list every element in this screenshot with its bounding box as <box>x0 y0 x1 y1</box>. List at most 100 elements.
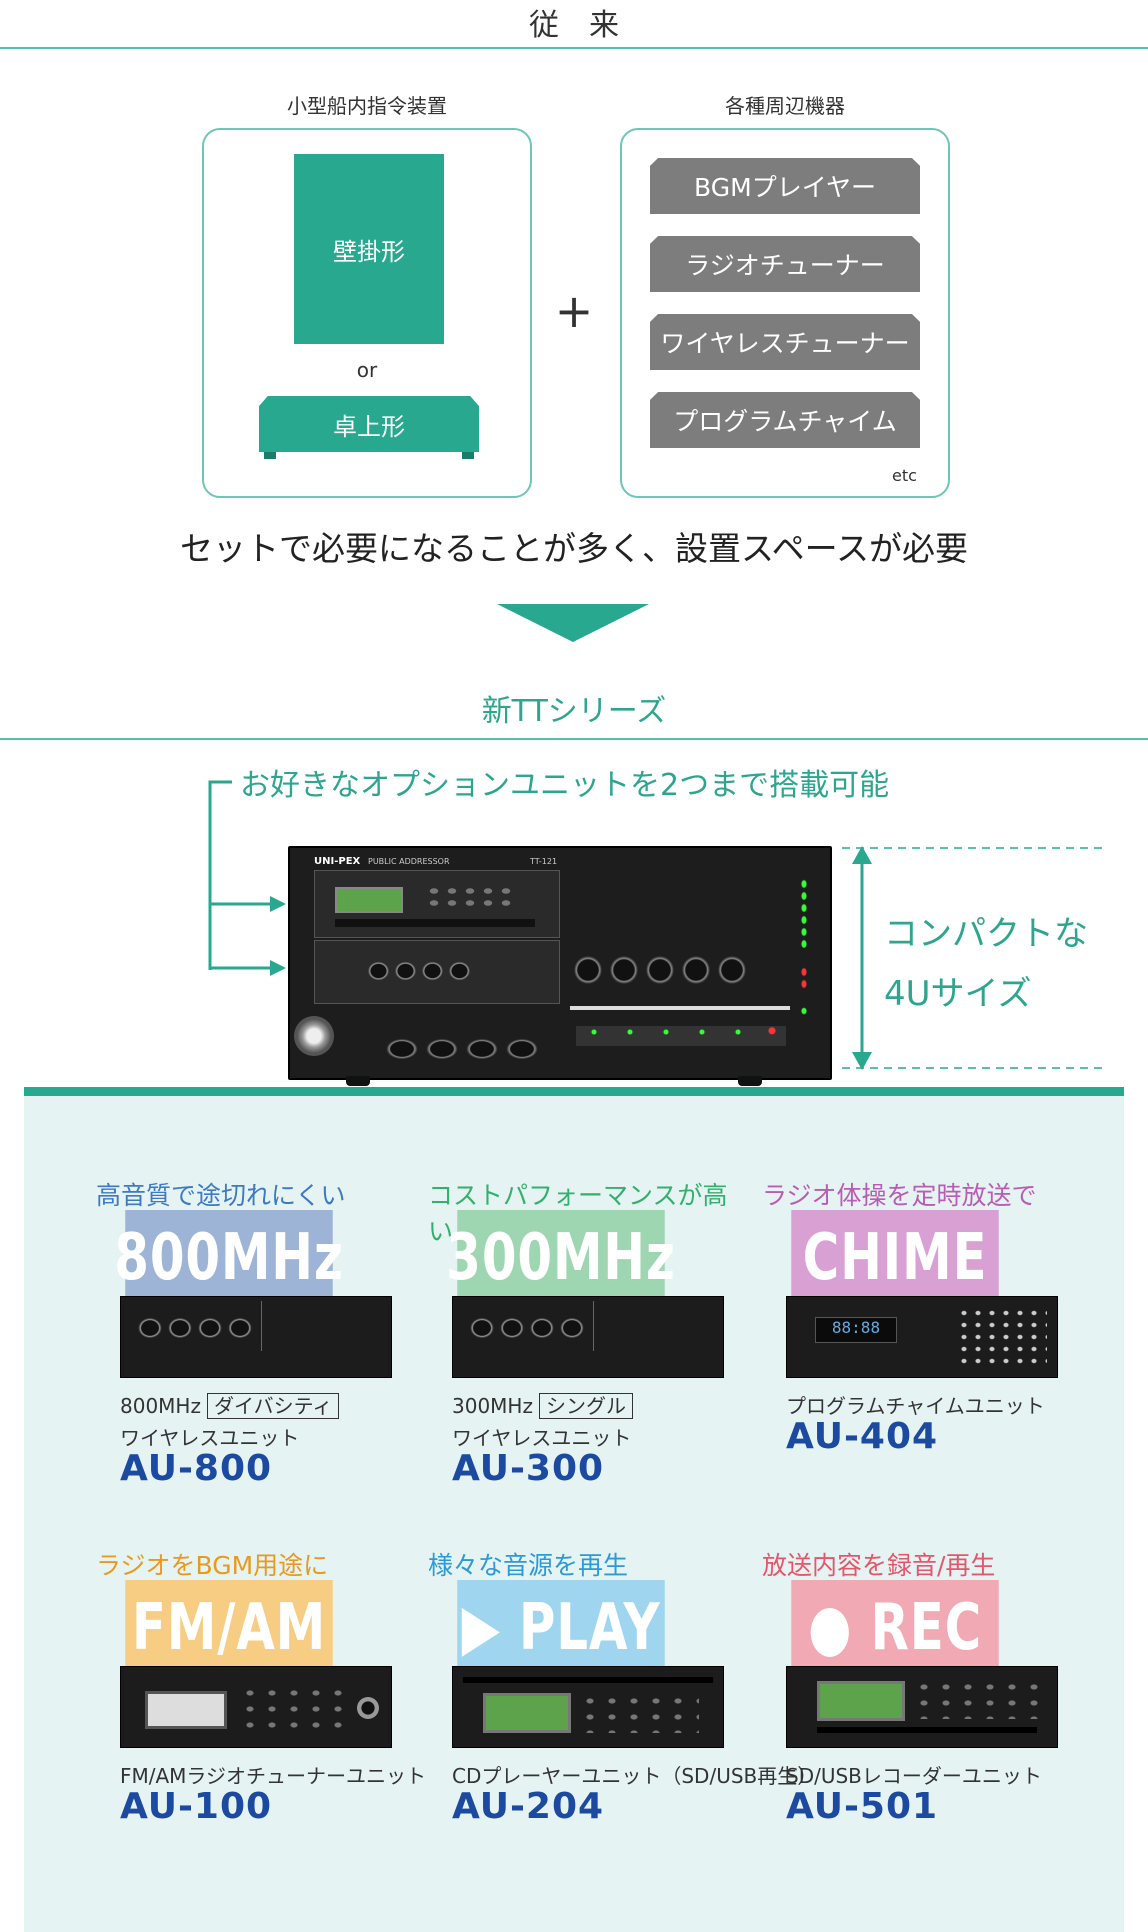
caption-boxed: シングル <box>538 1393 633 1419</box>
down-arrow-icon <box>497 604 649 642</box>
left-device-box: 壁掛形 or 卓上形 <box>202 128 532 498</box>
unit-card-au404: ラジオ体操を定時放送で CHIME 88:88 プログラムチャイムユニット AU… <box>762 1176 1082 1457</box>
unit-tagline: ラジオをBGM用途に <box>96 1551 329 1580</box>
unit-caption-line1: FM/AMラジオチューナーユニット <box>120 1764 427 1788</box>
tuner-buttons <box>239 1685 349 1731</box>
unit-model: AU-501 <box>786 1786 939 1827</box>
device-wireless-tuner: ワイヤレスチューナー <box>650 314 920 370</box>
slot2-knobs <box>365 959 475 983</box>
cd-slot <box>463 1677 713 1683</box>
device-bgm-player: BGMプレイヤー <box>650 158 920 214</box>
unit-caption-line2: ワイヤレスユニット <box>452 1426 632 1450</box>
unit-model: AU-404 <box>786 1416 939 1457</box>
divider-top <box>0 47 1148 49</box>
chime-display: 88:88 <box>815 1317 897 1343</box>
section-heading-conventional: 従 来 <box>529 8 619 43</box>
tt-series-device-image: UNI-PEX PUBLIC ADDRESSOR TT-121 <box>288 846 832 1080</box>
cd-buttons <box>579 1693 699 1733</box>
device-radio-tuner: ラジオチューナー <box>650 236 920 292</box>
right-box-label: 各種周辺機器 <box>725 94 845 118</box>
unit-image <box>120 1296 392 1378</box>
unit-caption-line1: CDプレーヤーユニット（SD/USB再生） <box>452 1764 818 1788</box>
unit-divider <box>261 1301 262 1351</box>
alarm-leds <box>800 966 808 990</box>
unit-card-au204: 様々な音源を再生 ▶ PLAY CDプレーヤーユニット（SD/USB再生） AU… <box>428 1546 817 1827</box>
rec-display <box>817 1681 905 1721</box>
wall-mount-tile: 壁掛形 <box>294 154 444 344</box>
problem-text: セットで必要になることが多く、設置スペースが必要 <box>179 529 969 568</box>
desktop-foot-left <box>264 452 276 459</box>
unit-tagline: コストパフォーマンスが高い <box>428 1181 728 1246</box>
caption-text: 300MHz <box>452 1394 533 1418</box>
unit-banner: ● REC <box>791 1580 999 1676</box>
level-meter <box>800 878 808 948</box>
compact-line-2: 4Uサイズ <box>884 974 1032 1014</box>
unit-knobs <box>467 1315 587 1341</box>
caption-boxed: ダイバシティ <box>206 1393 340 1419</box>
rec-buttons <box>913 1679 1043 1719</box>
desktop-tile: 卓上形 <box>259 396 479 452</box>
unit-tagline: 放送内容を録音/再生 <box>762 1551 996 1580</box>
panel-top-bar <box>24 1087 1124 1096</box>
unit-image <box>786 1666 1058 1748</box>
tuner-display <box>145 1691 227 1729</box>
unit-banner: FM/AM <box>125 1580 333 1676</box>
device-foot-left <box>346 1076 370 1086</box>
unit-image: 88:88 <box>786 1296 1058 1378</box>
option-slot-2 <box>314 940 560 1004</box>
unit-model: AU-100 <box>120 1786 273 1827</box>
unit-banner: 300MHz <box>446 1210 675 1306</box>
compact-line-1: コンパクトな <box>884 914 1088 954</box>
device-program-chime: プログラムチャイム <box>650 392 920 448</box>
unit-banner: CHIME <box>791 1210 999 1306</box>
compact-size-text: コンパクトな 4Uサイズ <box>884 904 1088 1024</box>
unit-image <box>452 1666 724 1748</box>
divider-new-series <box>0 738 1148 740</box>
device-subtitle: PUBLIC ADDRESSOR <box>368 857 450 866</box>
unit-card-au501: 放送内容を録音/再生 ● REC SD/USBレコーダーユニット AU-501 <box>762 1546 1082 1827</box>
desktop-foot-right <box>462 452 474 459</box>
mic-connector <box>294 1016 334 1056</box>
device-brand: UNI-PEX <box>314 856 361 867</box>
slot1-card-slot <box>335 919 535 927</box>
unit-model: AU-300 <box>452 1448 605 1489</box>
power-led <box>800 1006 808 1016</box>
height-indicator <box>842 846 1106 1070</box>
all-sp-button <box>764 1026 780 1042</box>
cd-display <box>483 1693 571 1733</box>
device-model: TT-121 <box>530 857 558 866</box>
unit-card-au100: ラジオをBGM用途に FM/AM FM/AMラジオチューナーユニット AU-10… <box>96 1546 426 1827</box>
unit-tagline: 様々な音源を再生 <box>428 1551 629 1580</box>
chime-buttons <box>957 1307 1047 1367</box>
slot1-display <box>335 887 403 913</box>
section-heading-new-series: 新TTシリーズ <box>481 694 667 729</box>
main-knobs <box>382 1036 542 1062</box>
slot1-buttons <box>425 885 515 909</box>
unit-caption-line2: ワイヤレスユニット <box>120 1426 300 1450</box>
channel-knobs <box>570 952 750 988</box>
rec-card-slot <box>817 1727 1037 1733</box>
caption-text: 800MHz <box>120 1394 201 1418</box>
unit-tagline: ラジオ体操を定時放送で <box>762 1181 1037 1210</box>
device-foot-right <box>738 1076 762 1086</box>
unit-image <box>452 1296 724 1378</box>
plus-sign: + <box>554 284 594 338</box>
left-box-label: 小型船内指令装置 <box>287 94 447 118</box>
option-slot-arrows <box>208 780 286 976</box>
option-units-text: お好きなオプションユニットを2つまで搭載可能 <box>240 768 890 803</box>
etc-text: etc <box>892 466 917 485</box>
right-device-box: BGMプレイヤー ラジオチューナー ワイヤレスチューナー プログラムチャイム e… <box>620 128 950 498</box>
unit-caption-line1: SD/USBレコーダーユニット <box>786 1764 1042 1788</box>
unit-tagline: 高音質で途切れにくい <box>96 1181 346 1210</box>
or-text: or <box>356 358 378 382</box>
unit-banner: 800MHz <box>114 1210 343 1306</box>
unit-knobs <box>135 1315 255 1341</box>
speaker-buttons <box>576 1026 786 1046</box>
unit-model: AU-800 <box>120 1448 273 1489</box>
unit-caption-line1: プログラムチャイムユニット <box>786 1394 1045 1418</box>
tuner-knob <box>357 1697 379 1719</box>
